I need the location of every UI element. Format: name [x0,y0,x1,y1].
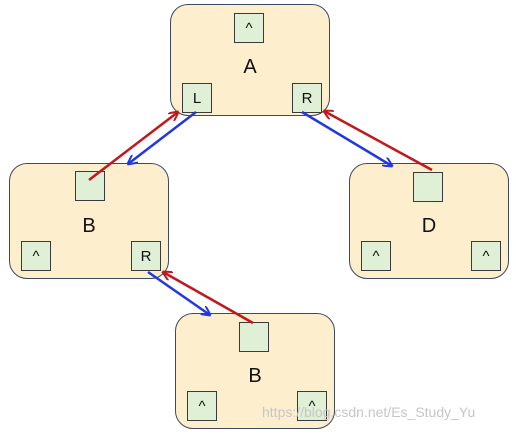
node-d: D ^ ^ [349,163,509,279]
child-link-arrow-a-to-b1 [128,111,197,164]
node-b1-parent-slot [75,171,105,201]
node-a-parent-slot: ^ [234,13,264,43]
node-d-label: D [421,215,437,237]
child-link-arrow-a-to-d [301,110,392,166]
child-link-arrow-b1-to-b2 [147,270,210,315]
node-a: ^ A L R [170,4,330,116]
node-a-label: A [243,56,257,78]
watermark: https://blog.csdn.net/Es_Study_Yu [262,404,476,420]
node-b2-parent-slot [239,322,269,352]
node-b2-left-slot: ^ [187,391,217,421]
node-b1: B ^ R [9,163,169,279]
node-b2-label: B [248,365,262,387]
node-d-parent-slot [413,172,443,202]
node-b2: B ^ ^ [175,313,335,429]
node-b1-label: B [82,215,96,237]
node-d-left-slot: ^ [361,241,391,271]
node-a-left-slot: L [182,83,212,113]
node-b1-right-slot: R [131,241,161,271]
node-a-right-slot: R [292,83,322,113]
node-b1-left-slot: ^ [21,241,51,271]
node-b2-right-slot: ^ [297,391,327,421]
node-d-right-slot: ^ [471,241,501,271]
parent-link-arrow-d-to-a [324,111,433,172]
